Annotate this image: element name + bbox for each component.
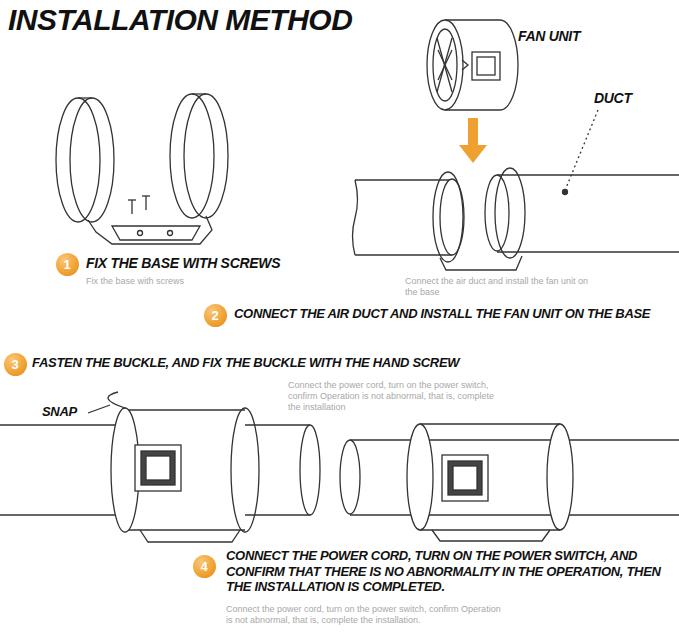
part-label: SNAP	[42, 404, 77, 420]
step-text: FASTEN THE BUCKLE, AND FIX THE BUCKLE WI…	[32, 355, 672, 371]
step-number-circle: 1	[56, 253, 79, 276]
installed-scene	[340, 424, 679, 541]
step-text: CONNECT THE AIR DUCT AND INSTALL THE FAN…	[234, 306, 674, 322]
down-arrow	[459, 118, 487, 163]
buckle-scene	[0, 392, 320, 542]
fan-unit-drawing	[427, 20, 518, 110]
duct-leader	[563, 110, 599, 195]
title: INSTALLATION METHOD	[8, 2, 352, 38]
part-label: DUCT	[594, 90, 632, 107]
callout-number: 2	[211, 309, 218, 322]
step-number-circle: 4	[193, 555, 216, 578]
callout-number: 1	[63, 258, 70, 271]
step-number-circle: 2	[204, 304, 227, 327]
step-number-circle: 3	[4, 353, 27, 376]
callout-number: 4	[200, 560, 207, 573]
faint-note: Connect the air duct and install the fan…	[405, 276, 595, 298]
faint-note: Connect the power cord, turn on the powe…	[226, 604, 506, 626]
faint-note: Connect the power cord, turn on the powe…	[288, 380, 498, 412]
duct-drawing	[353, 168, 679, 270]
base-with-rings	[56, 94, 228, 244]
part-label: FAN UNIT	[518, 28, 580, 45]
callout-number: 3	[11, 358, 18, 371]
step-text: FIX THE BASE WITH SCREWS	[86, 255, 280, 272]
step-text: CONNECT THE POWER CORD, TURN ON THE POWE…	[226, 548, 671, 595]
faint-note: Fix the base with screws	[86, 276, 184, 287]
